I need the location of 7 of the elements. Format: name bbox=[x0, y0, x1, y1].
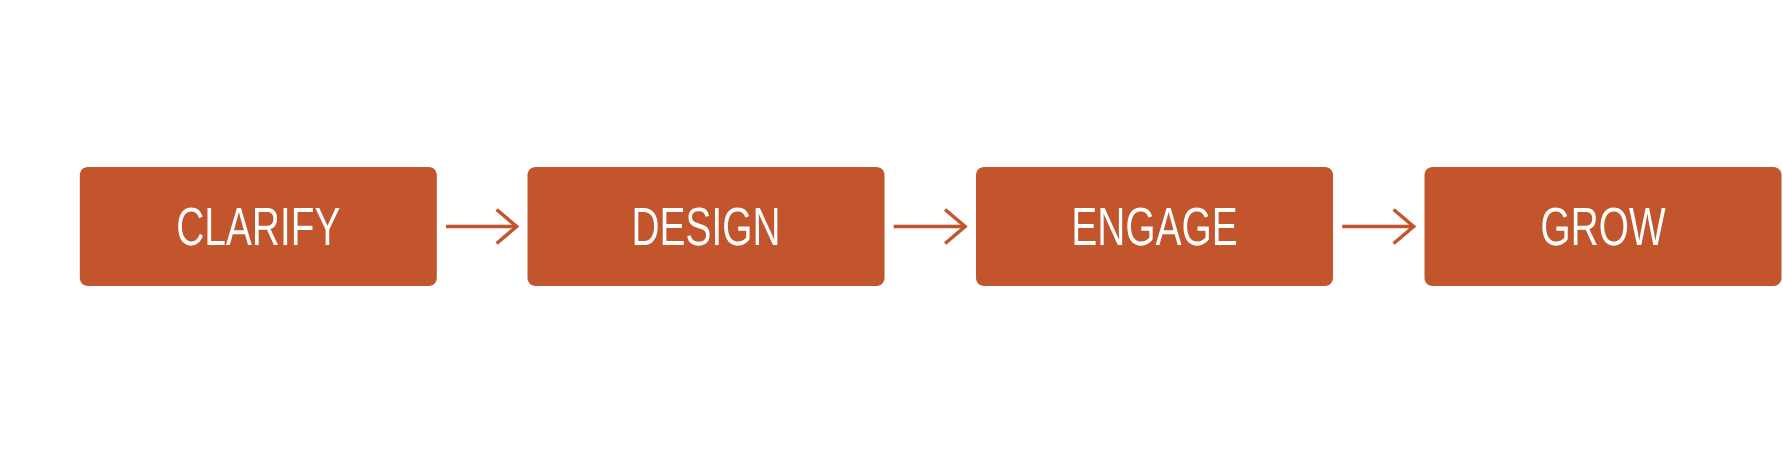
process-box: CLARIFY bbox=[79, 167, 437, 286]
process-box: DESIGN bbox=[527, 167, 885, 286]
arrow bbox=[446, 208, 520, 245]
arrow bbox=[893, 208, 968, 245]
process-box: ENGAGE bbox=[976, 167, 1333, 286]
process-box: GROW bbox=[1424, 167, 1782, 286]
arrow bbox=[1342, 208, 1417, 245]
